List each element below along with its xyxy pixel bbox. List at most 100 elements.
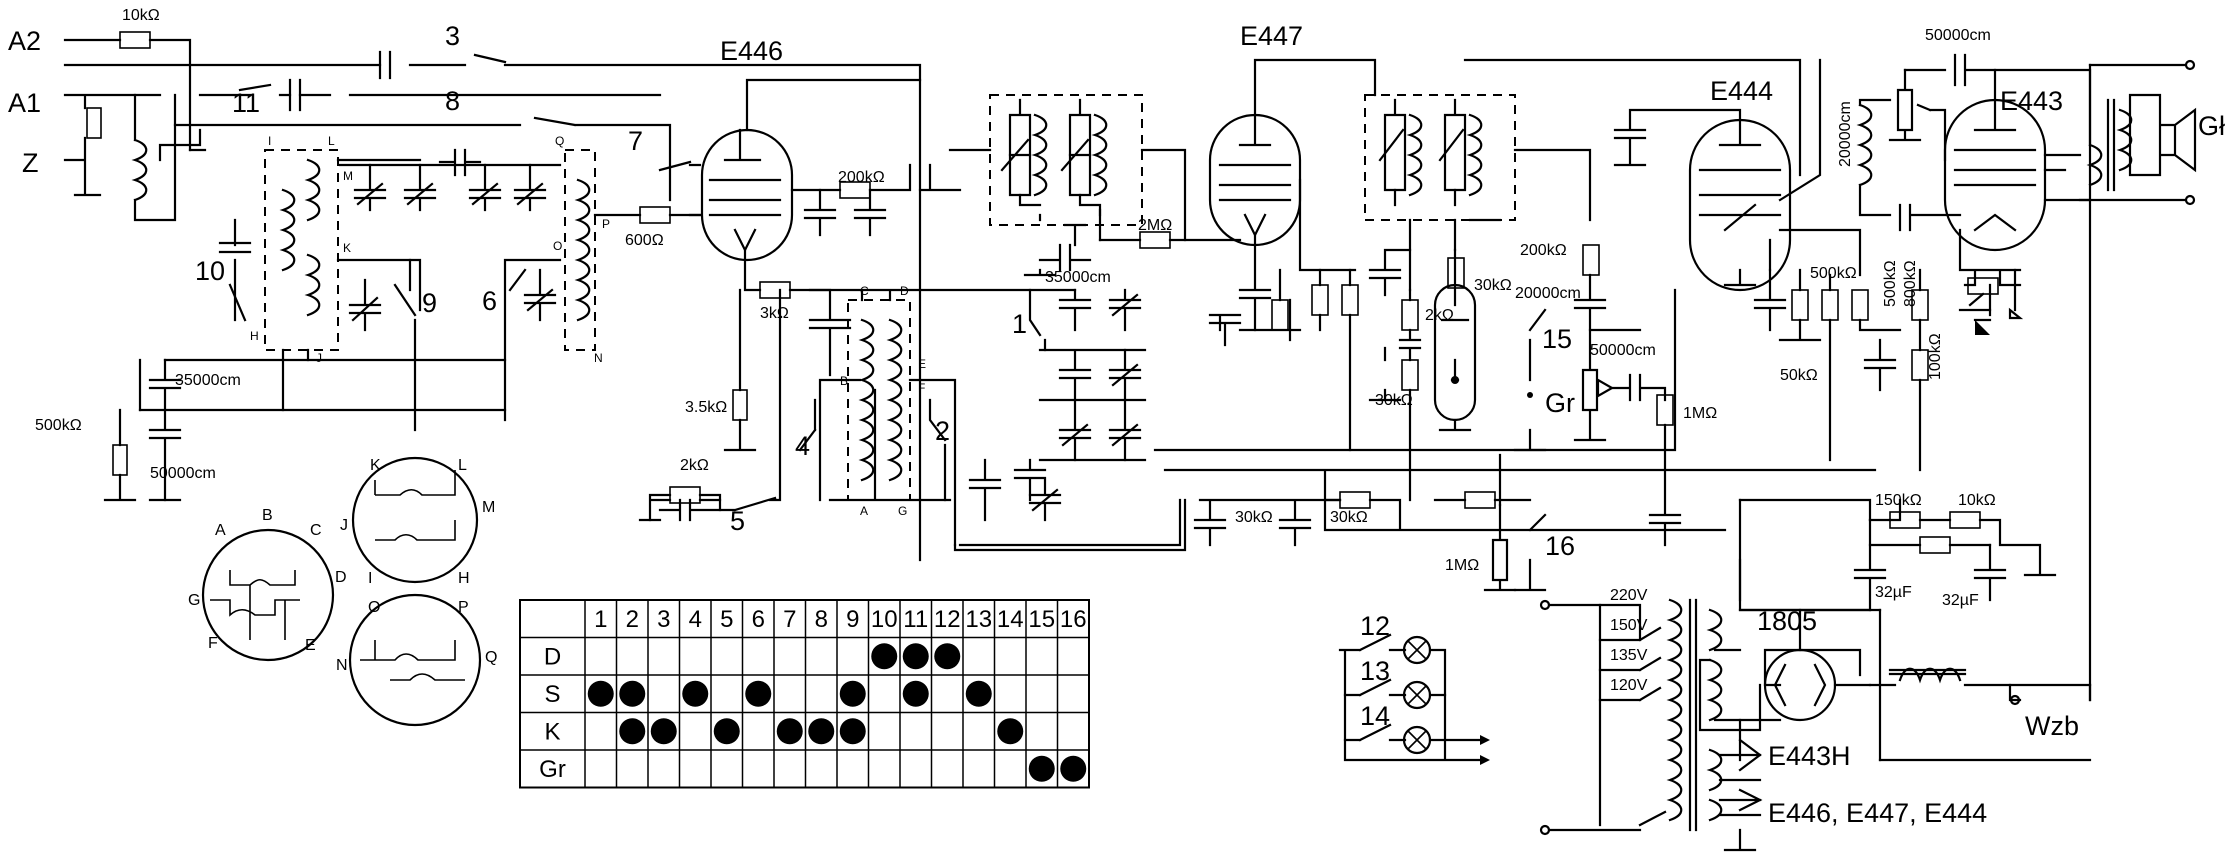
- table-dot: [871, 643, 898, 670]
- table-dot: [745, 680, 772, 707]
- wd-e: E: [305, 637, 316, 654]
- coil-letter-m: M: [343, 169, 353, 183]
- gr-label: Gr: [1545, 388, 1575, 418]
- table-dot: [808, 718, 835, 745]
- table-dot: [650, 718, 677, 745]
- sw7-label: 7: [628, 126, 643, 156]
- speaker: Gł: [2043, 59, 2225, 702]
- sw4-label: 4: [795, 431, 810, 461]
- label-z: Z: [22, 148, 39, 178]
- r600-label: 600Ω: [625, 232, 664, 249]
- r500k-b-label: 500kΩ: [1882, 260, 1899, 307]
- trimmer-caps-center: 1: [953, 288, 1187, 552]
- table-col-header: 14: [997, 606, 1024, 633]
- r3k-label: 3kΩ: [760, 305, 789, 322]
- table-dot: [902, 680, 929, 707]
- wd-f: F: [208, 635, 218, 652]
- wzb-label: Wzb: [2025, 711, 2079, 741]
- wd-g: G: [188, 592, 200, 609]
- sw3-label: 3: [445, 21, 460, 51]
- wd-a: A: [215, 522, 226, 539]
- if-transformer-1: 35000cm 2MΩ: [948, 94, 1242, 286]
- coil-letter-i: I: [268, 134, 271, 148]
- c20000-v-label: 20000cm: [1837, 101, 1854, 167]
- sw13-label: 13: [1360, 656, 1390, 686]
- r30k-e-label: 30kΩ: [1330, 509, 1368, 526]
- heater1-label: E443H: [1768, 741, 1851, 771]
- coil-letter-n: N: [594, 351, 603, 365]
- coil-box-right: Q P O N 6 600Ω: [482, 134, 702, 422]
- table-row-label: S: [544, 681, 560, 708]
- wd-b: B: [262, 507, 273, 524]
- if-transformer-2: [1364, 58, 1802, 292]
- wd-q: Q: [485, 649, 497, 666]
- c20000-label: 20000cm: [1515, 285, 1581, 302]
- table-dot: [902, 643, 929, 670]
- table-col-header: 1: [594, 606, 607, 633]
- coil-letter-h: H: [250, 329, 259, 343]
- v120-label: 120V: [1610, 677, 1648, 694]
- table-col-header: 16: [1060, 606, 1087, 633]
- table-col-header: 3: [657, 606, 670, 633]
- table-dot: [965, 680, 992, 707]
- sw5-label: 5: [730, 506, 745, 536]
- label-a2: A2: [8, 26, 41, 56]
- r1m-b-label: 1MΩ: [1445, 557, 1479, 574]
- table-dot: [619, 680, 646, 707]
- wd-c: C: [310, 522, 322, 539]
- tube-e444-label: E444: [1710, 76, 1773, 106]
- r30k-b-label: 30kΩ: [1375, 392, 1413, 409]
- r500k-label: 500kΩ: [1810, 265, 1857, 282]
- coil-letter-k: K: [343, 241, 351, 255]
- r3-5k-label: 3.5kΩ: [685, 399, 727, 416]
- osc-f: F: [918, 381, 925, 395]
- wd-o: O: [368, 599, 380, 616]
- switch5-network: 2kΩ 5: [638, 288, 782, 536]
- wd-l: L: [458, 457, 467, 474]
- sw14-label: 14: [1360, 701, 1390, 731]
- osc-a: A: [860, 504, 868, 518]
- wd-p: P: [458, 599, 469, 616]
- dial-lamps: 12 13 14: [1338, 611, 1490, 765]
- osc-g: G: [898, 504, 907, 518]
- output-coupling: 20000cm 50000cm 500kΩ 800kΩ 100kΩ: [1837, 27, 2092, 472]
- c32b-label: 32µF: [1942, 592, 1979, 609]
- table-col-header: 4: [689, 606, 702, 633]
- osc-coil-box: C D B E F A G 4 2: [795, 284, 1077, 547]
- r2m-label: 2MΩ: [1138, 217, 1172, 234]
- coil-box-left: I L M K H J 10: [138, 134, 507, 412]
- r10k-label: 10kΩ: [1958, 492, 1996, 509]
- sw16-label: 16: [1545, 531, 1575, 561]
- tube-e446-label: E446: [720, 36, 783, 66]
- c50000-label: 50000cm: [1590, 342, 1656, 359]
- table-col-header: 11: [903, 606, 928, 633]
- r200k-label: 200kΩ: [838, 169, 885, 186]
- coil-letter-l: L: [328, 134, 335, 148]
- wd-n: N: [336, 657, 348, 674]
- table-dot: [713, 718, 740, 745]
- r30k-d-label: 30kΩ: [1235, 509, 1273, 526]
- rect-label: 1805: [1757, 606, 1817, 636]
- v135-label: 135V: [1610, 647, 1648, 664]
- top-bus: 3 8 11 7: [63, 21, 922, 562]
- wd-j: J: [340, 517, 348, 534]
- variable-cap-row: 9: [338, 148, 562, 432]
- table-col-header: 8: [815, 606, 828, 633]
- table-dot: [934, 643, 961, 670]
- table-dot: [839, 680, 866, 707]
- r2k-b-label: 2kΩ: [1425, 307, 1454, 324]
- power-supply: 220V 150V 135V 120V 1805 E443H E446, E44…: [1539, 558, 2092, 852]
- r2k-label: 2kΩ: [680, 457, 709, 474]
- table-dot: [1060, 755, 1087, 782]
- sw12-label: 12: [1360, 611, 1390, 641]
- tube-e447: E447: [1208, 21, 1377, 452]
- table-row-label: K: [544, 718, 560, 745]
- detector-volume: 200kΩ 20000cm 50000cm Gr 1MΩ 15: [1513, 242, 1717, 547]
- left-bottom: 500kΩ 35000cm 50000cm: [35, 358, 241, 502]
- table-row-label: D: [544, 643, 561, 670]
- label-a1: A1: [8, 88, 41, 118]
- sw11-label: 11: [232, 88, 260, 118]
- sw15-label: 15: [1542, 324, 1572, 354]
- heater2-label: E446, E447, E444: [1768, 798, 1987, 828]
